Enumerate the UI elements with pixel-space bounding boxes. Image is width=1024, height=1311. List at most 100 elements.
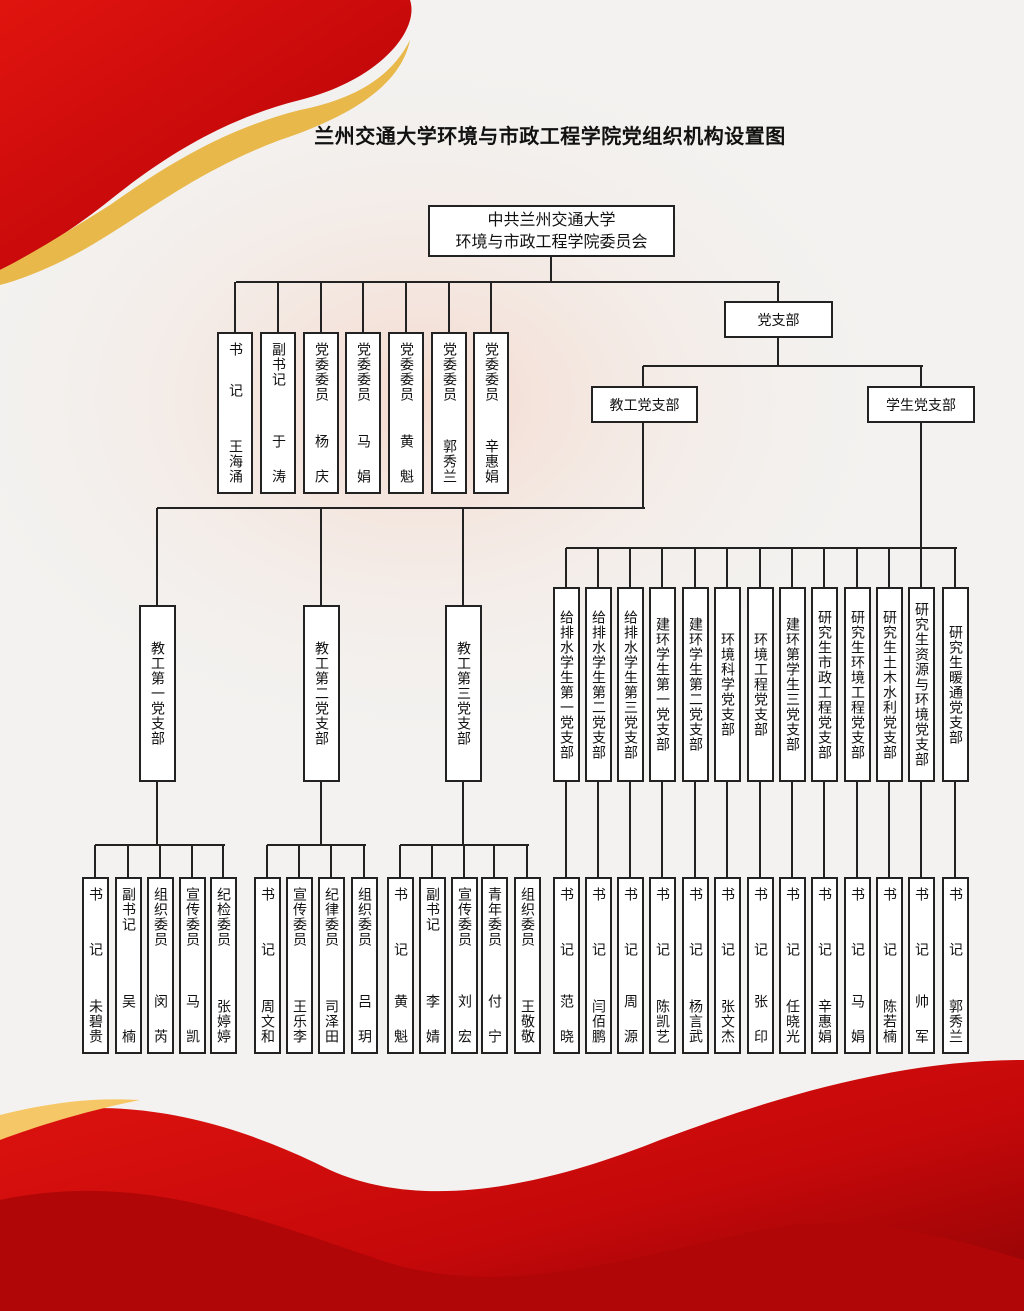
connector-line [156, 782, 158, 845]
branch-name: 教工第一党支部 [149, 641, 165, 746]
student-branch-13: 研究生暖通党支部 [941, 587, 969, 782]
connector-line [493, 845, 495, 877]
ribbon-gold-edge [0, 40, 410, 285]
student-branch-3: 给排水学生第三党支部 [616, 587, 644, 782]
member-box: 纪检委员张婷婷 [209, 877, 237, 1054]
connector-line [320, 508, 322, 605]
member-name: 杨庆 [313, 434, 329, 484]
branch-name: 教工第二党支部 [313, 641, 329, 746]
connector-line [629, 548, 631, 587]
college-committee-box: 中共兰州交通大学 环境与市政工程学院委员会 [428, 205, 675, 257]
member-box: 书记未碧贵 [81, 877, 109, 1054]
connector-line [888, 782, 890, 877]
member-box: 书记王海涌 [217, 332, 253, 494]
member-name: 任晓光 [784, 999, 800, 1044]
connector-line [823, 782, 825, 877]
student-branch-12: 研究生资源与环境党支部 [907, 587, 935, 782]
member-box: 纪律委员司泽田 [317, 877, 345, 1054]
member-box: 书记郭秀兰 [941, 877, 969, 1054]
connector-line [726, 782, 728, 877]
member-name: 未碧贵 [87, 999, 103, 1044]
member-box: 副书记李婧 [418, 877, 446, 1054]
member-role: 组织委员 [152, 887, 168, 947]
member-name: 闫佰鹏 [590, 999, 606, 1044]
member-box: 书记张文杰 [713, 877, 741, 1054]
connector-line [463, 845, 465, 877]
connector-line [565, 782, 567, 877]
member-role: 纪检委员 [215, 887, 231, 947]
member-role: 书记 [654, 887, 670, 957]
member-name: 范晓 [558, 994, 574, 1044]
connector-line [643, 365, 923, 367]
member-box: 组织委员王敬敬 [513, 877, 541, 1054]
member-role: 党委委员 [441, 342, 457, 402]
ribbon-top-left [0, 0, 412, 270]
ribbon-bottom-highlight [0, 1099, 140, 1140]
member-role: 副书记 [424, 887, 440, 932]
member-role: 书记 [87, 887, 103, 957]
member-role: 书记 [392, 887, 408, 957]
branch-name: 研究生暖通党支部 [947, 624, 963, 745]
connector-line [320, 282, 322, 332]
student-branch-5: 建环学生第二党支部 [681, 587, 709, 782]
member-box: 书记辛惠娟 [810, 877, 838, 1054]
member-name: 黄魁 [398, 434, 414, 484]
member-name: 马凯 [184, 994, 200, 1044]
member-role: 书记 [558, 887, 574, 957]
member-box: 宣传委员马凯 [178, 877, 206, 1054]
connector-line [791, 548, 793, 587]
member-name: 周文和 [259, 999, 275, 1044]
member-name: 马娟 [849, 994, 865, 1044]
connector-line [191, 845, 193, 877]
connector-line [759, 548, 761, 587]
student-branch-6: 环境科学党支部 [713, 587, 741, 782]
member-name: 闵芮 [152, 994, 168, 1044]
connector-line [629, 782, 631, 877]
student-branch-1: 给排水学生第一党支部 [552, 587, 580, 782]
student-branch-11: 研究生土木水利党支部 [875, 587, 903, 782]
connector-line [157, 507, 645, 509]
connector-line [694, 548, 696, 587]
member-name: 郭秀兰 [441, 439, 457, 484]
member-box: 书记杨言武 [681, 877, 709, 1054]
connector-line [777, 282, 779, 301]
member-name: 刘宏 [456, 994, 472, 1044]
connector-line [363, 845, 365, 877]
member-role: 宣传委员 [184, 887, 200, 947]
member-box: 书记周源 [616, 877, 644, 1054]
member-box: 宣传委员刘宏 [450, 877, 478, 1054]
connector-line [462, 782, 464, 845]
committee-name-line1: 中共兰州交通大学 [487, 210, 616, 229]
member-box: 书记马娟 [843, 877, 871, 1054]
student-branch-8: 建环第学生三党支部 [778, 587, 806, 782]
member-role: 组织委员 [356, 887, 372, 947]
connector-line [462, 508, 464, 605]
branch-name: 建环第学生三党支部 [784, 617, 800, 752]
member-box: 青年委员付宁 [480, 877, 508, 1054]
connector-line [222, 845, 224, 877]
member-box: 书记范晓 [552, 877, 580, 1054]
connector-line [642, 366, 644, 386]
member-role: 书记 [259, 887, 275, 957]
connector-line [156, 508, 158, 605]
connector-line [94, 845, 96, 877]
connector-line [526, 845, 528, 877]
connector-line [550, 257, 552, 282]
connector-line [791, 782, 793, 877]
connector-line [661, 782, 663, 877]
connector-line [823, 548, 825, 587]
member-role: 书记 [947, 887, 963, 957]
connector-line [726, 548, 728, 587]
connector-line [661, 548, 663, 587]
student-branch-2: 给排水学生第二党支部 [584, 587, 612, 782]
member-box: 组织委员吕玥 [350, 877, 378, 1054]
connector-line [298, 845, 300, 877]
connector-line [330, 845, 332, 877]
member-role: 宣传委员 [291, 887, 307, 947]
member-box: 副书记吴楠 [114, 877, 142, 1054]
connector-line [777, 338, 779, 366]
member-name: 李婧 [424, 994, 440, 1044]
member-box: 党委委员黄魁 [388, 332, 424, 494]
member-box: 书记帅军 [907, 877, 935, 1054]
